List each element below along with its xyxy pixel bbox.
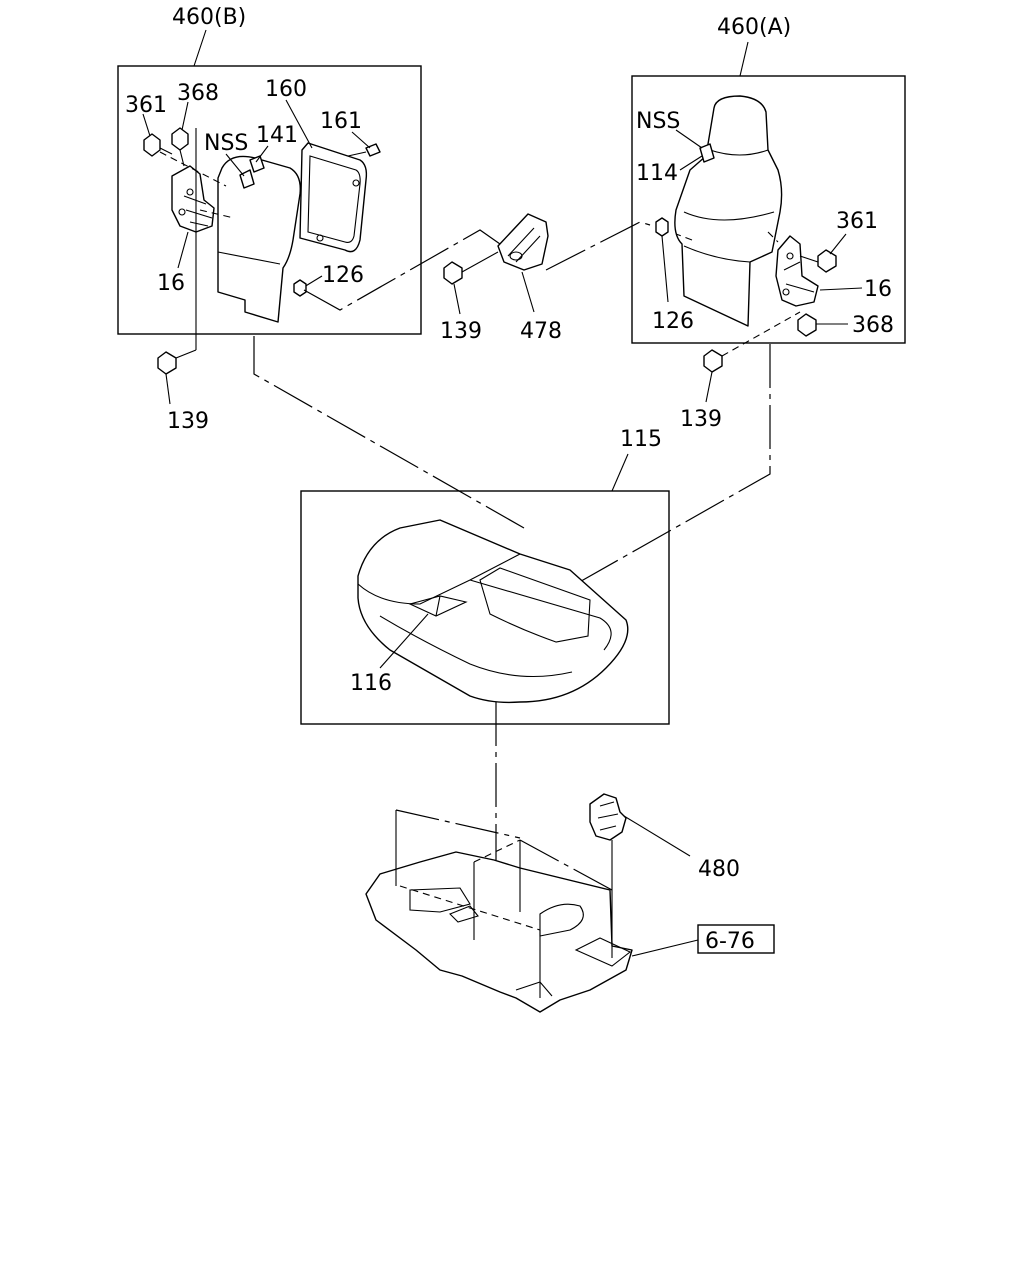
- label-478: 478: [520, 319, 562, 344]
- group-115-label: 115: [620, 427, 662, 452]
- bolt-361-a: [817, 249, 837, 273]
- bolt-139-a: [703, 349, 723, 373]
- bolt-368-a: [797, 313, 817, 337]
- label-nss-a: NSS: [636, 109, 680, 134]
- label-139-a: 139: [680, 407, 722, 432]
- bolt-139-mid: [443, 261, 463, 285]
- nss-tag-b: [239, 169, 255, 189]
- group-115: 115 116: [300, 427, 670, 725]
- part-480-clip: [589, 793, 627, 841]
- seat-back-panel-b: [217, 155, 301, 323]
- label-480: 480: [698, 857, 740, 882]
- group-460a: 460(A) NSS 114 361: [631, 15, 906, 432]
- hinge-bracket-a: [775, 235, 819, 307]
- nut-126-a: [655, 217, 669, 237]
- label-141: 141: [256, 123, 298, 148]
- label-160: 160: [265, 77, 307, 102]
- bracket-478: [497, 213, 549, 271]
- group-115-frame: [300, 490, 670, 725]
- nut-126-b: [293, 279, 307, 297]
- label-368-a: 368: [852, 313, 894, 338]
- bolt-368-b: [171, 127, 189, 151]
- label-161: 161: [320, 109, 362, 134]
- ref-box-6-76: [697, 924, 775, 954]
- seat-cushion: [357, 519, 629, 704]
- group-460b-frame: [117, 65, 422, 335]
- label-16-b: 16: [157, 271, 185, 296]
- label-361-b: 361: [125, 93, 167, 118]
- floor-panel: 480 6-76: [365, 793, 775, 1013]
- label-116: 116: [350, 671, 392, 696]
- label-139-mid: 139: [440, 319, 482, 344]
- label-114: 114: [636, 161, 678, 186]
- part-141: [249, 155, 265, 173]
- label-139-b: 139: [167, 409, 209, 434]
- seat-back-a: [674, 95, 783, 327]
- label-126-b: 126: [322, 263, 364, 288]
- part-114: [699, 143, 715, 163]
- label-6-76: 6-76: [705, 929, 755, 954]
- label-368-b: 368: [177, 81, 219, 106]
- part-160-cover: [299, 142, 368, 253]
- bolt-361-b: [143, 133, 161, 157]
- group-460a-label: 460(A): [717, 15, 791, 40]
- group-460b: 460(B): [117, 5, 422, 434]
- group-460b-label: 460(B): [172, 5, 246, 30]
- bolt-139-b: [157, 351, 177, 375]
- label-nss-b: NSS: [204, 131, 248, 156]
- middle-hardware: 139 478: [303, 213, 661, 344]
- label-16-a: 16: [864, 277, 892, 302]
- label-126-a: 126: [652, 309, 694, 334]
- label-361-a: 361: [836, 209, 878, 234]
- group-460a-frame: [631, 75, 906, 344]
- floor-outline: [365, 851, 633, 1013]
